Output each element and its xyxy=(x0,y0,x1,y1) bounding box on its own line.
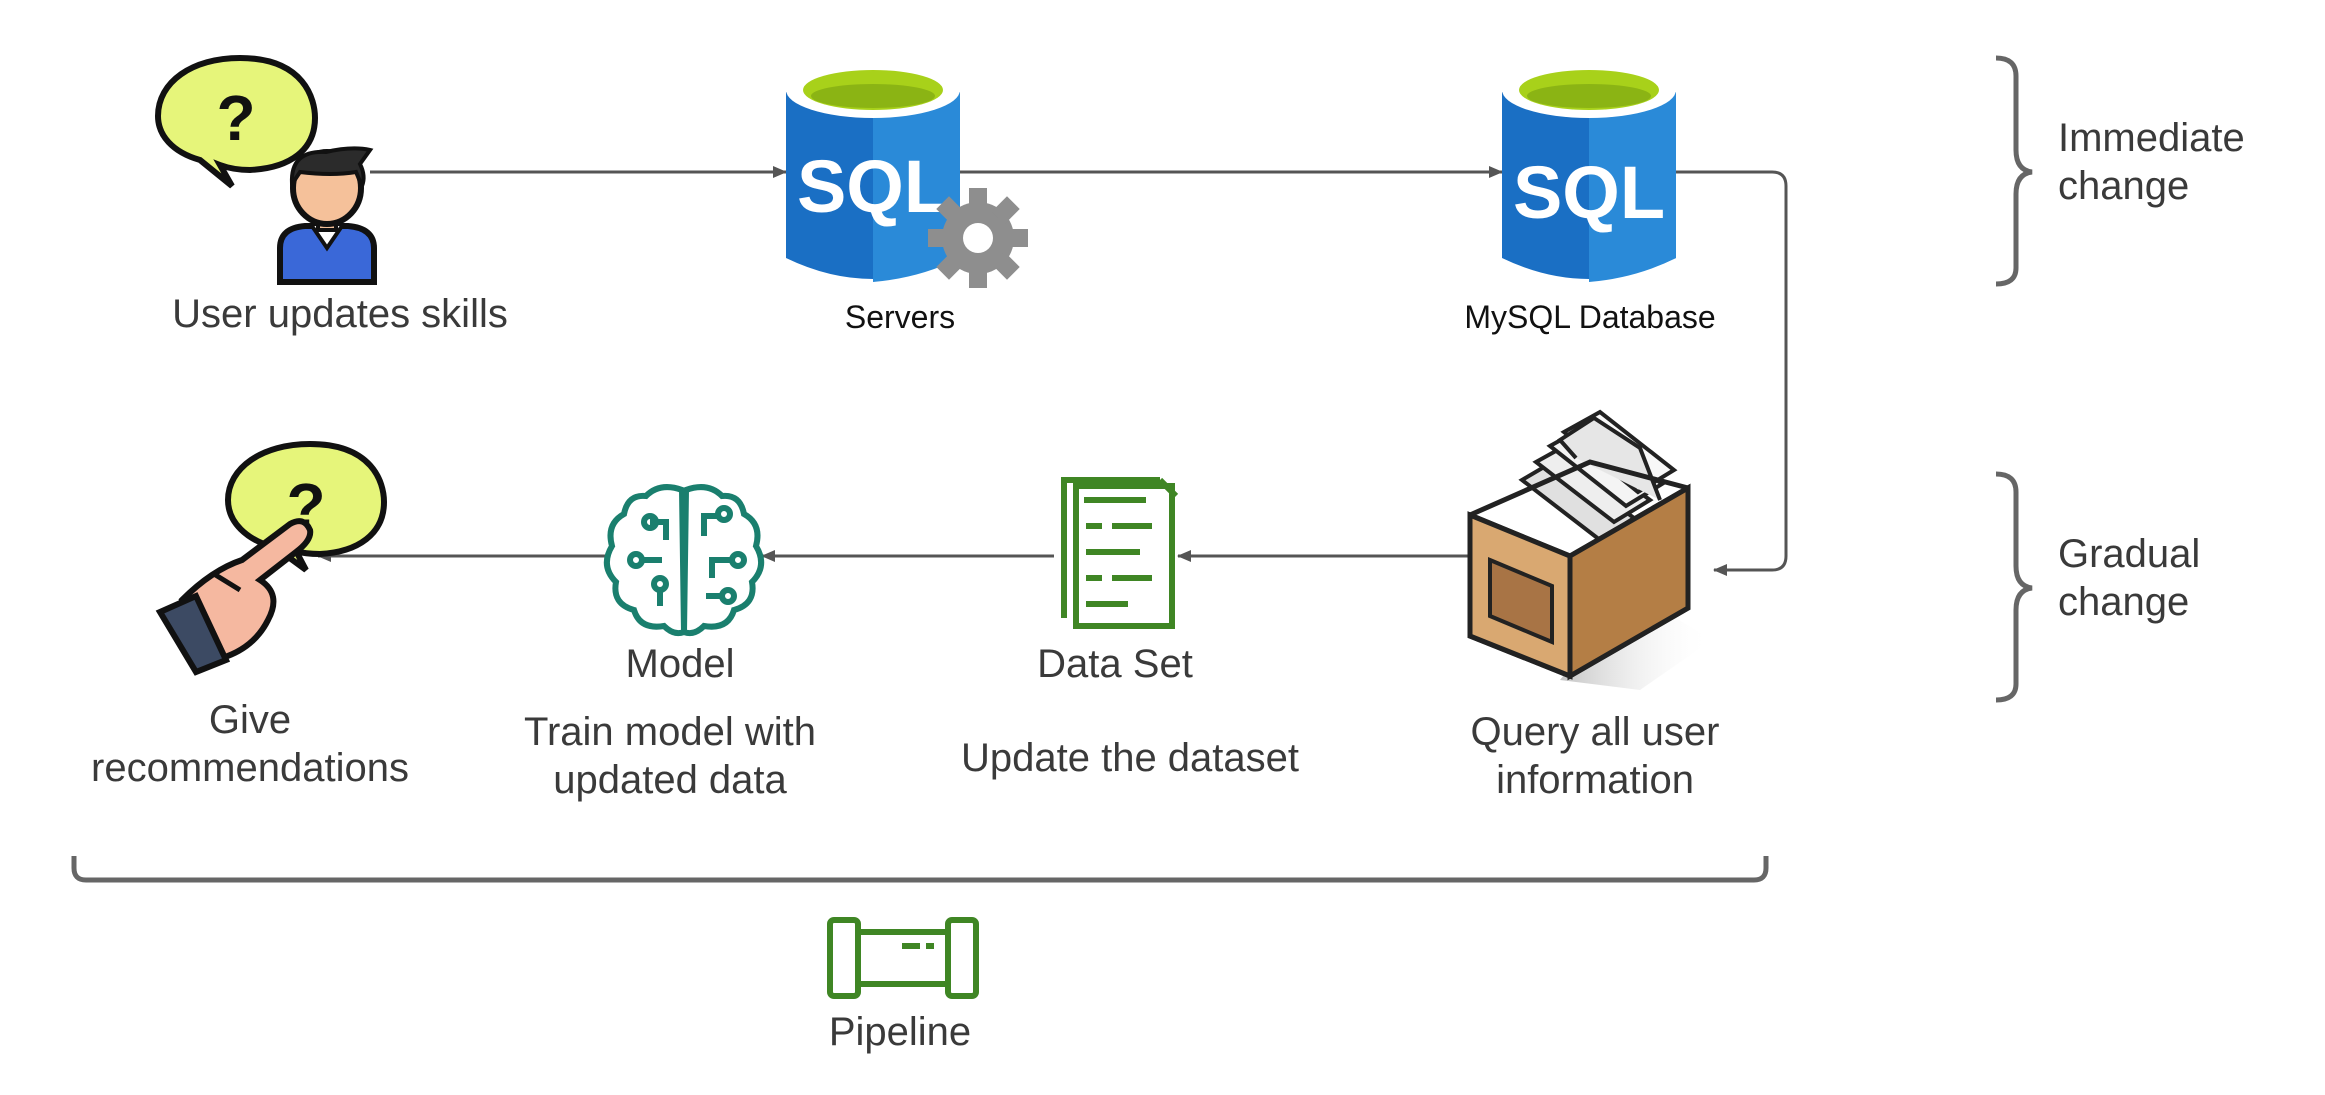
immediate-change-line2: change xyxy=(2058,164,2190,208)
dataset-title: Data Set xyxy=(1037,642,1193,686)
gradual-change-line2: change xyxy=(2058,580,2190,624)
immediate-change-line1: Immediate xyxy=(2058,116,2245,160)
train-model-line1: Train model with xyxy=(524,710,816,754)
user-question-icon: ? xyxy=(154,54,377,285)
immediate-change-brace xyxy=(1995,55,2033,287)
dataset-document-icon xyxy=(1061,477,1179,629)
gear-icon xyxy=(928,188,1028,288)
immediate-change-label: Immediate change xyxy=(2058,114,2298,210)
file-box-icon xyxy=(1467,409,1712,690)
give-recommendations-line1: Give xyxy=(208,698,292,742)
gradual-change-line1: Gradual xyxy=(2058,532,2201,576)
database-sql-icon: SQL xyxy=(1502,62,1676,282)
gradual-change-label: Gradual change xyxy=(2058,530,2298,626)
mysql-database-label: MySQL Database xyxy=(1464,299,1716,335)
query-line2: information xyxy=(1496,758,1694,802)
servers-sql-text: SQL xyxy=(797,145,949,228)
svg-text:?: ? xyxy=(216,82,255,154)
pipeline-icon xyxy=(827,917,979,999)
pipeline-label: Pipeline xyxy=(828,1010,972,1054)
query-user-information-label: Query all user information xyxy=(1430,708,1760,804)
query-line1: Query all user xyxy=(1470,710,1720,754)
arrow-database-to-query xyxy=(1676,170,1788,576)
pipeline-bracket xyxy=(71,856,1769,883)
user-updates-skills-label: User updates skills xyxy=(172,292,508,336)
servers-label: Servers xyxy=(844,299,956,335)
model-title: Model xyxy=(625,642,735,686)
give-recommendations-line2: recommendations xyxy=(91,746,409,790)
update-dataset-label: Update the dataset xyxy=(960,736,1300,780)
train-model-label: Train model with updated data xyxy=(490,708,850,804)
give-recommendations-label: Give recommendations xyxy=(60,696,440,792)
database-sql-text: SQL xyxy=(1513,151,1665,234)
servers-sql-icon: SQL xyxy=(786,62,960,282)
recommend-hand-icon: ? xyxy=(155,440,388,676)
brain-icon xyxy=(603,484,765,637)
gradual-change-brace xyxy=(1995,471,2033,703)
train-model-line2: updated data xyxy=(553,758,787,802)
connectors xyxy=(317,166,1788,576)
